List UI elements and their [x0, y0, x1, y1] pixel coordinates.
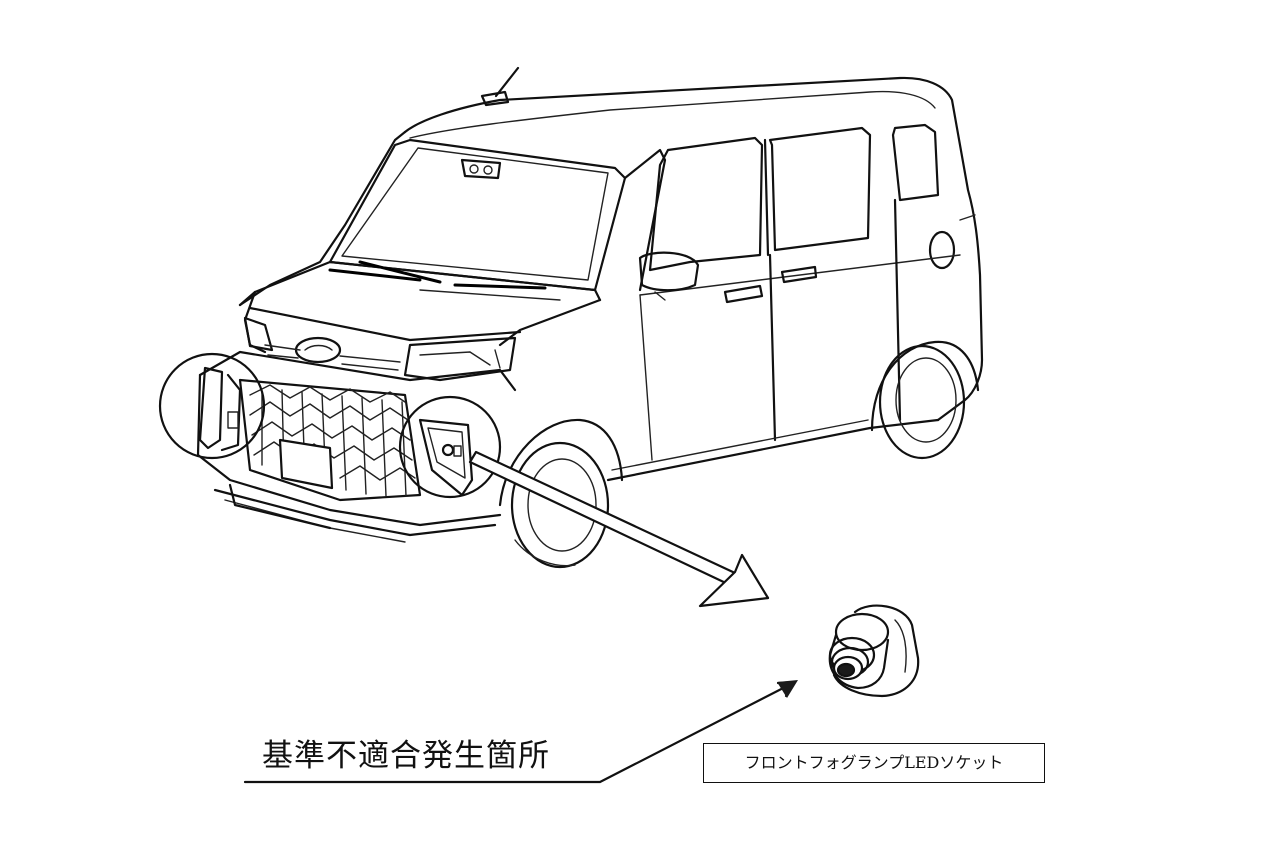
pointer-arrow [468, 450, 770, 608]
front-grille [238, 378, 422, 502]
highlight-circle-right [398, 395, 502, 499]
defect-location-label: 基準不適合発生箇所 [262, 738, 550, 774]
part-name-label: フロントフォグランプLEDソケット [703, 743, 1045, 783]
led-socket-illustration [828, 604, 920, 698]
car-illustration [196, 66, 984, 569]
fog-lamp-right [418, 418, 474, 497]
highlight-circle-left [158, 352, 266, 460]
leader-line [243, 680, 798, 784]
